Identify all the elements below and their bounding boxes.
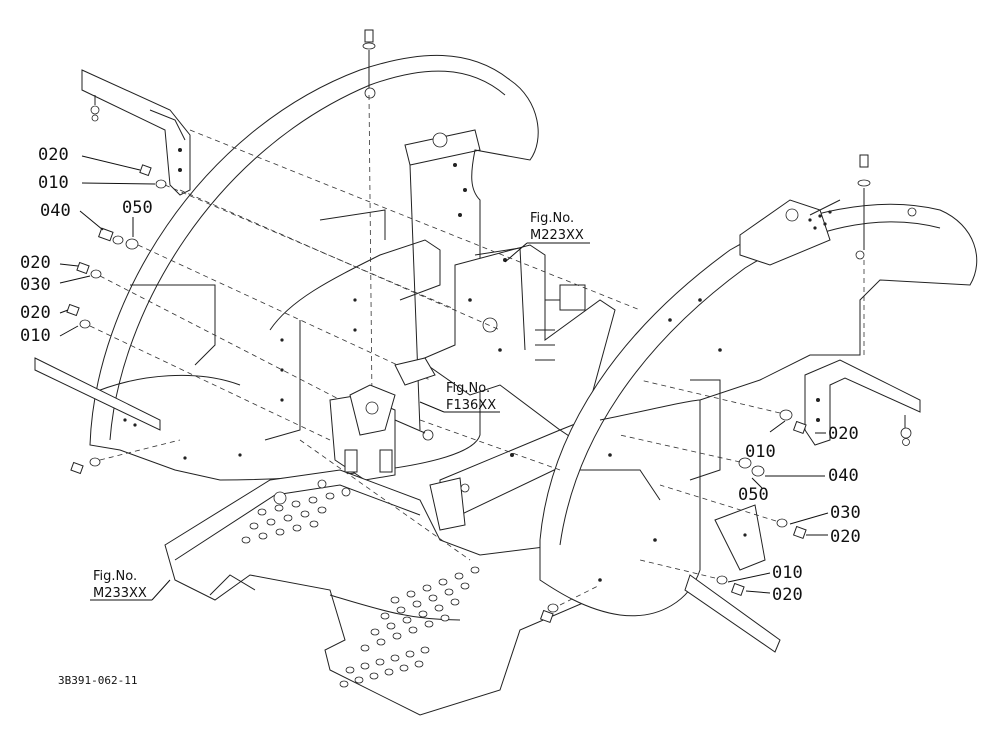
figure-references: Fig.No. M223XX Fig.No. F136XX Fig.No. M2… xyxy=(93,211,584,601)
callout-020-right-top: 020 xyxy=(828,424,859,444)
floor-hole xyxy=(249,522,259,530)
right-long-rail xyxy=(429,429,576,531)
floor-hole xyxy=(275,528,285,536)
floor-hole xyxy=(386,622,396,630)
leader-lines xyxy=(59,155,829,594)
floor-hole xyxy=(283,514,293,522)
ref-m233-label: Fig.No. xyxy=(93,569,137,584)
floor-hole xyxy=(396,606,406,614)
floor-hole xyxy=(390,654,400,662)
callout-050-right: 050 xyxy=(738,485,769,505)
floor-hole xyxy=(339,680,349,688)
floor-hole xyxy=(420,646,430,654)
floor-hole xyxy=(291,500,301,508)
right-mounting-bracket xyxy=(804,359,921,446)
floor-hole xyxy=(380,612,390,620)
floor-hole xyxy=(369,672,379,680)
floor-hole xyxy=(440,614,450,622)
callout-020-left-top: 020 xyxy=(38,145,69,165)
ref-m223-label: Fig.No. xyxy=(530,211,574,226)
floor-hole xyxy=(266,518,276,526)
callout-030-right: 030 xyxy=(830,503,861,523)
right-top-bolt xyxy=(857,154,871,355)
pedal-bracket xyxy=(329,357,436,481)
callout-010-left-top: 010 xyxy=(38,173,69,193)
floor-hole xyxy=(325,492,335,500)
callout-020-left-low: 020 xyxy=(20,303,51,323)
floor-hole xyxy=(354,676,364,684)
right-fender xyxy=(539,199,978,617)
floor-hole xyxy=(300,510,310,518)
drawing-code: 3B391-062-11 xyxy=(58,674,137,687)
left-top-bolt xyxy=(362,29,376,401)
floor-hole xyxy=(390,596,400,604)
callout-labels: 020 010 040 050 020 030 020 010 010 020 … xyxy=(20,145,861,605)
floor-hole xyxy=(241,536,251,544)
floor-hole xyxy=(424,620,434,628)
floor-hole xyxy=(360,662,370,670)
floor-hole xyxy=(384,668,394,676)
floor-hole xyxy=(460,582,470,590)
floor-hole xyxy=(292,524,302,532)
ref-f136-label: Fig.No. xyxy=(446,381,490,396)
callout-040-right: 040 xyxy=(828,466,859,486)
callout-030-left: 030 xyxy=(20,275,51,295)
floor-hole xyxy=(402,616,412,624)
ref-m233-number: M233XX xyxy=(93,586,147,601)
floor-hole xyxy=(360,644,370,652)
floor-hole xyxy=(454,572,464,580)
right-fasteners xyxy=(539,379,807,624)
ref-m223-number: M223XX xyxy=(530,228,584,243)
floor-hole xyxy=(274,504,284,512)
floor-hole xyxy=(308,496,318,504)
floor-hole xyxy=(375,658,385,666)
floor-hole xyxy=(258,532,268,540)
floor-hole xyxy=(450,598,460,606)
left-lower-strip xyxy=(34,357,161,431)
floor-hole xyxy=(422,584,432,592)
callout-020-right-mid: 020 xyxy=(830,527,861,547)
floor-hole xyxy=(408,626,418,634)
floor-hole xyxy=(434,604,444,612)
floor-plate xyxy=(164,469,601,716)
floor-hole xyxy=(345,666,355,674)
callout-050-left: 050 xyxy=(122,198,153,218)
floor-hole xyxy=(414,660,424,668)
callout-020-right-low: 020 xyxy=(772,585,803,605)
floor-hole xyxy=(406,590,416,598)
floor-hole xyxy=(438,578,448,586)
floor-hole xyxy=(257,508,267,516)
floor-hole xyxy=(418,610,428,618)
floor-hole xyxy=(399,664,409,672)
callout-020-left-mid: 020 xyxy=(20,253,51,273)
callout-010-right-low: 010 xyxy=(772,563,803,583)
floor-hole xyxy=(392,632,402,640)
floor-hole xyxy=(370,628,380,636)
ref-f136-number: F136XX xyxy=(446,398,496,413)
floor-hole xyxy=(428,594,438,602)
floor-hole xyxy=(376,638,386,646)
callout-010-left-low: 010 xyxy=(20,326,51,346)
floor-hole xyxy=(412,600,422,608)
floor-hole-grid xyxy=(241,492,480,688)
floor-hole xyxy=(470,566,480,574)
reference-pointers xyxy=(90,242,590,601)
callout-010-right-top: 010 xyxy=(745,442,776,462)
floor-hole xyxy=(444,588,454,596)
left-mounting-bracket xyxy=(81,69,191,196)
floor-hole xyxy=(405,650,415,658)
alignment-lines xyxy=(179,129,641,561)
callout-040-left: 040 xyxy=(40,201,71,221)
floor-hole xyxy=(309,520,319,528)
floor-hole xyxy=(317,506,327,514)
